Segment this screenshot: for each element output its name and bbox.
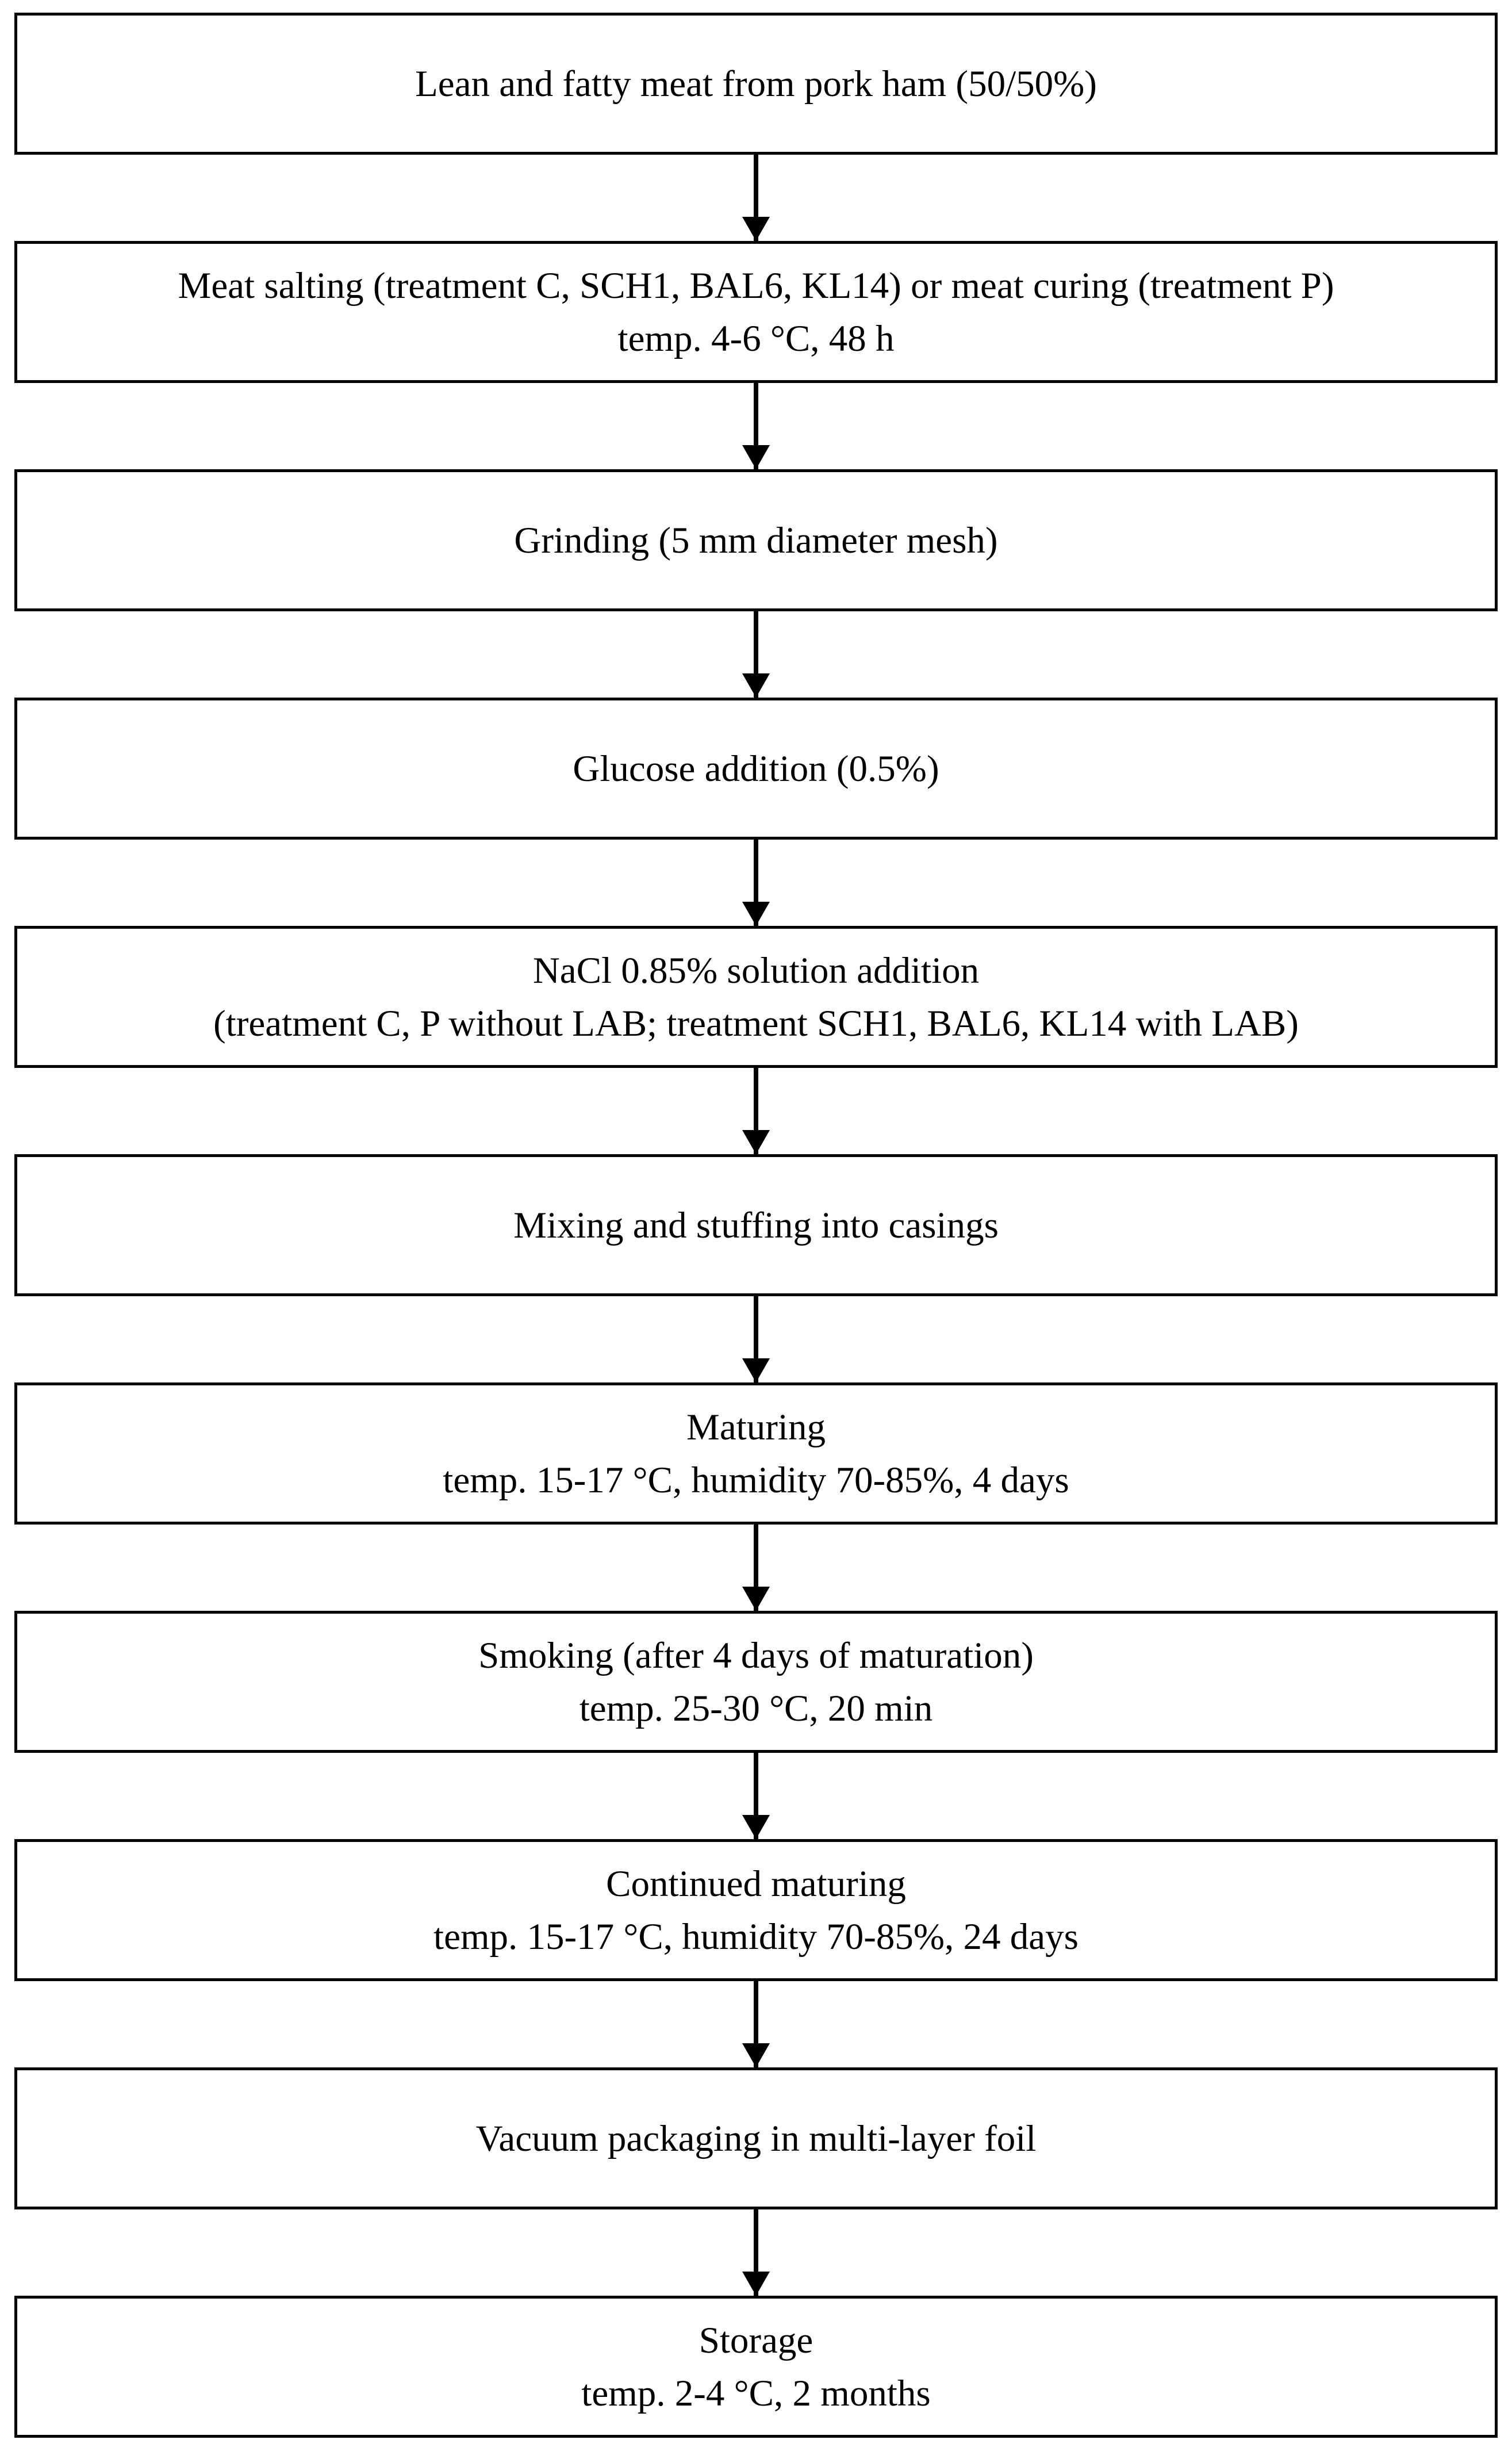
arrow-head-icon bbox=[742, 445, 770, 469]
arrow-shaft bbox=[754, 840, 758, 926]
step-sublabel: temp. 4-6 °C, 48 h bbox=[617, 317, 895, 359]
arrow-head-icon bbox=[742, 1358, 770, 1382]
step-label: NaCl 0.85% solution addition bbox=[532, 949, 980, 991]
step-smoking: Smoking (after 4 days of maturation) tem… bbox=[14, 1611, 1498, 1753]
step-label: Glucose addition (0.5%) bbox=[573, 748, 939, 790]
step-label: Lean and fatty meat from pork ham (50/50… bbox=[415, 63, 1097, 105]
flow-arrow-icon bbox=[14, 611, 1498, 698]
step-glucose-addition: Glucose addition (0.5%) bbox=[14, 698, 1498, 840]
step-label: Maturing bbox=[686, 1406, 826, 1448]
step-sublabel: temp. 15-17 °C, humidity 70-85%, 24 days bbox=[433, 1916, 1079, 1958]
flow-arrow-icon bbox=[14, 1296, 1498, 1382]
arrow-head-icon bbox=[742, 2043, 770, 2067]
step-vacuum-packaging: Vacuum packaging in multi-layer foil bbox=[14, 2067, 1498, 2209]
arrow-shaft bbox=[754, 383, 758, 469]
arrow-shaft bbox=[754, 1753, 758, 1839]
arrow-shaft bbox=[754, 1981, 758, 2067]
arrow-head-icon bbox=[742, 673, 770, 698]
flow-arrow-icon bbox=[14, 383, 1498, 469]
arrow-head-icon bbox=[742, 1815, 770, 1839]
step-nacl-solution: NaCl 0.85% solution addition (treatment … bbox=[14, 926, 1498, 1068]
step-label: Continued maturing bbox=[606, 1863, 906, 1905]
step-label: Meat salting (treatment C, SCH1, BAL6, K… bbox=[178, 265, 1334, 307]
arrow-shaft bbox=[754, 611, 758, 698]
flow-arrow-icon bbox=[14, 155, 1498, 241]
arrow-shaft bbox=[754, 1296, 758, 1382]
step-sublabel: temp. 2-4 °C, 2 months bbox=[581, 2372, 931, 2414]
arrow-shaft bbox=[754, 1525, 758, 1611]
arrow-head-icon bbox=[742, 1130, 770, 1154]
flow-arrow-icon bbox=[14, 840, 1498, 926]
step-storage: Storage temp. 2-4 °C, 2 months bbox=[14, 2296, 1498, 2438]
flow-arrow-icon bbox=[14, 1753, 1498, 1839]
arrow-shaft bbox=[754, 1068, 758, 1154]
step-raw-material: Lean and fatty meat from pork ham (50/50… bbox=[14, 13, 1498, 155]
step-mixing-stuffing: Mixing and stuffing into casings bbox=[14, 1154, 1498, 1296]
arrow-head-icon bbox=[742, 217, 770, 241]
step-sublabel: (treatment C, P without LAB; treatment S… bbox=[213, 1002, 1299, 1044]
flow-arrow-icon bbox=[14, 1068, 1498, 1154]
arrow-head-icon bbox=[742, 902, 770, 926]
step-label: Mixing and stuffing into casings bbox=[513, 1204, 999, 1246]
flow-arrow-icon bbox=[14, 1981, 1498, 2067]
step-maturing: Maturing temp. 15-17 °C, humidity 70-85%… bbox=[14, 1382, 1498, 1525]
flow-arrow-icon bbox=[14, 1525, 1498, 1611]
step-grinding: Grinding (5 mm diameter mesh) bbox=[14, 469, 1498, 611]
step-meat-salting: Meat salting (treatment C, SCH1, BAL6, K… bbox=[14, 241, 1498, 383]
step-sublabel: temp. 25-30 °C, 20 min bbox=[579, 1687, 933, 1729]
arrow-head-icon bbox=[742, 2272, 770, 2296]
step-continued-maturing: Continued maturing temp. 15-17 °C, humid… bbox=[14, 1839, 1498, 1981]
step-label: Storage bbox=[699, 2319, 813, 2361]
arrow-head-icon bbox=[742, 1587, 770, 1611]
step-label: Grinding (5 mm diameter mesh) bbox=[514, 519, 998, 561]
step-label: Smoking (after 4 days of maturation) bbox=[478, 1634, 1034, 1676]
step-sublabel: temp. 15-17 °C, humidity 70-85%, 4 days bbox=[443, 1459, 1069, 1501]
arrow-shaft bbox=[754, 155, 758, 241]
flow-arrow-icon bbox=[14, 2209, 1498, 2296]
step-label: Vacuum packaging in multi-layer foil bbox=[475, 2117, 1037, 2159]
arrow-shaft bbox=[754, 2209, 758, 2296]
